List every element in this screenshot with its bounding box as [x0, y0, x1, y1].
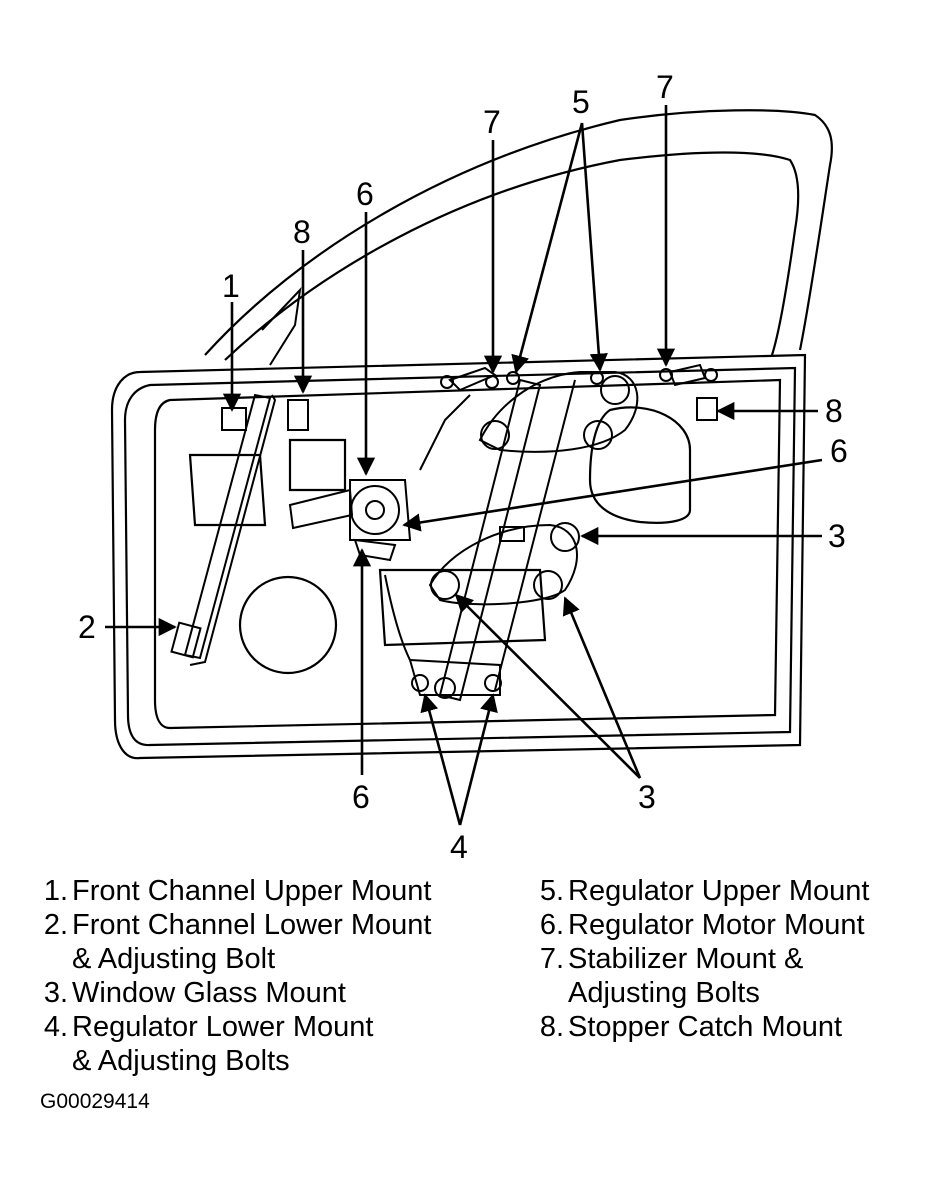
legend-item-7: 7.Stabilizer Mount &	[539, 943, 804, 975]
legend-item-4: 4.Regulator Lower Mount	[43, 1011, 374, 1043]
callout-3-bottom: 3	[638, 779, 656, 815]
front-channel	[170, 287, 302, 666]
callout-3-right: 3	[828, 518, 846, 554]
legend-item-5: 5.Regulator Upper Mount	[539, 875, 870, 907]
callout-6-bottom: 6	[352, 779, 370, 815]
callout-7-left: 7	[483, 104, 501, 140]
legend-item-4-cont: & Adjusting Bolts	[72, 1045, 290, 1077]
legend-item-2: 2.Front Channel Lower Mount	[43, 909, 432, 941]
legend-item-6: 6.Regulator Motor Mount	[539, 909, 865, 941]
callout-8-top: 8	[293, 214, 311, 250]
callout-4: 4	[450, 829, 468, 860]
legend-right: 5.Regulator Upper Mount 6.Regulator Moto…	[530, 874, 870, 1044]
callout-5: 5	[572, 84, 590, 120]
regulator-assembly	[384, 371, 639, 702]
callout-7-right: 7	[656, 69, 674, 105]
callout-8-right: 8	[825, 393, 843, 429]
leader-arrows	[105, 105, 823, 826]
callout-6-right: 6	[830, 433, 848, 469]
callout-1: 1	[222, 268, 240, 304]
regulator-motor	[288, 479, 412, 562]
callout-6-top: 6	[356, 176, 374, 212]
legend-item-8: 8.Stopper Catch Mount	[539, 1011, 843, 1043]
legend-item-3: 3.Window Glass Mount	[43, 977, 346, 1009]
legend-left: 1.Front Channel Upper Mount 2.Front Chan…	[34, 874, 432, 1078]
door-outline	[110, 109, 833, 760]
callout-2: 2	[78, 609, 96, 645]
legend-item-1: 1.Front Channel Upper Mount	[43, 875, 432, 907]
legend-item-7-cont: Adjusting Bolts	[568, 977, 760, 1009]
legend-item-2-cont: & Adjusting Bolt	[72, 943, 276, 975]
figure-code: G00029414	[40, 1090, 150, 1113]
door-regulator-diagram: 1 2 3 3 4 5 6 6 6 7 7 8 8	[78, 69, 848, 860]
